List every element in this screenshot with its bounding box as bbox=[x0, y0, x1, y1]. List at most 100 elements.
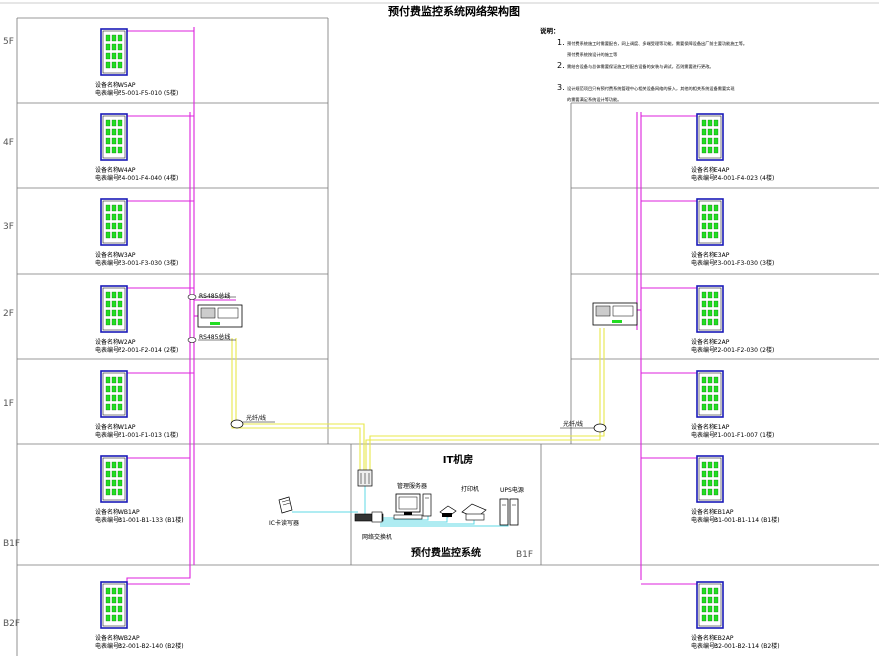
meter-name: W3AP bbox=[118, 252, 136, 259]
rs485-label-lower: RS485总线 bbox=[199, 333, 230, 341]
meter-box[interactable] bbox=[100, 198, 128, 246]
meter-code-prefix: 电表编号： bbox=[691, 516, 721, 524]
meter-box[interactable] bbox=[100, 370, 128, 418]
note-text: 的需要满足系统设计等功能。 bbox=[567, 96, 621, 103]
meter-name-prefix: 设备名称 bbox=[691, 423, 715, 431]
meter-name: EB2AP bbox=[714, 635, 734, 642]
ups-unit[interactable] bbox=[499, 498, 519, 526]
meter-name: W4AP bbox=[118, 167, 136, 174]
collector-east[interactable] bbox=[592, 302, 638, 326]
note-text: 需结合设备与总体需要保证施工时配合设备的安装与调试，否则需要进行更改。 bbox=[567, 63, 714, 70]
system-name: 预付费监控系统 bbox=[411, 546, 481, 559]
meter-name: W1AP bbox=[118, 424, 136, 431]
diagram-title: 预付费监控系统网络架构图 bbox=[388, 4, 520, 18]
printer-small[interactable] bbox=[439, 505, 457, 518]
meter-name: E2AP bbox=[714, 339, 730, 346]
fiber-transceiver[interactable] bbox=[357, 469, 373, 487]
meter-code: F5-001-F5-010 (5楼) bbox=[118, 89, 178, 97]
collector-west[interactable] bbox=[197, 304, 243, 328]
floor-label: B1F bbox=[3, 539, 20, 549]
floor-label: 2F bbox=[3, 309, 14, 319]
meter-box[interactable] bbox=[696, 198, 724, 246]
note-number: 3. bbox=[557, 83, 565, 92]
east-building-grid bbox=[570, 102, 879, 444]
meter-code-prefix: 电表编号： bbox=[95, 516, 125, 524]
meter-box[interactable] bbox=[100, 455, 128, 503]
meter-name: W2AP bbox=[118, 339, 136, 346]
meter-name-prefix: 设备名称 bbox=[95, 634, 119, 642]
floor-label: 3F bbox=[3, 222, 14, 232]
meter-box[interactable] bbox=[696, 370, 724, 418]
fiber-converter-west[interactable] bbox=[230, 419, 244, 429]
meter-code-prefix: 电表编号： bbox=[95, 89, 125, 97]
floor-label: B2F bbox=[3, 619, 20, 629]
note-text: 设计规范项目只有预付费系统管理中心相关设备网络的接入，其他的相关系统设备需要实现 bbox=[567, 85, 735, 92]
meter-box[interactable] bbox=[696, 113, 724, 161]
printer-label: 打印机 bbox=[461, 485, 479, 493]
it-room-title: IT机房 bbox=[443, 453, 474, 466]
floor-labels: 5F 4F 3F 2F 1F B1F B2F bbox=[3, 37, 20, 629]
meter-code-prefix: 电表编号： bbox=[95, 346, 125, 354]
meter-code-prefix: 电表编号： bbox=[691, 346, 721, 354]
meter-code: F4-001-F4-040 (4楼) bbox=[118, 174, 178, 182]
ups-label: UPS电源 bbox=[500, 486, 524, 494]
meter-code-prefix: 电表编号： bbox=[691, 259, 721, 267]
fiber-east bbox=[369, 328, 605, 470]
note-text: 预付费系统按设计的施工等 bbox=[567, 51, 617, 58]
fiber-label-west: 光纤/线 bbox=[246, 414, 266, 422]
meter-name: W5AP bbox=[118, 82, 136, 89]
meter-code: F3-001-F3-030 (3楼) bbox=[118, 259, 178, 267]
it-room-frame bbox=[350, 444, 542, 565]
meter-name-prefix: 设备名称 bbox=[691, 634, 715, 642]
floor-label: 1F bbox=[3, 399, 14, 409]
notes: 说明： 1.预付费系统施工时需要配合，网上调度、多端受理等功能，需要保障设备出厂… bbox=[540, 26, 747, 103]
meter-box[interactable] bbox=[100, 285, 128, 333]
meter-name: EB1AP bbox=[714, 509, 734, 516]
west-building-grid bbox=[16, 17, 879, 656]
meter-box[interactable] bbox=[100, 581, 128, 629]
meter-name-prefix: 设备名称 bbox=[691, 251, 715, 259]
management-server[interactable] bbox=[393, 493, 432, 520]
meter-code-prefix: 电表编号： bbox=[95, 642, 125, 650]
meter-code: F1-001-F1-013 (1楼) bbox=[118, 431, 178, 439]
meter-code-prefix: 电表编号： bbox=[691, 642, 721, 650]
meter-name-prefix: 设备名称 bbox=[95, 251, 119, 259]
meter-box[interactable] bbox=[696, 285, 724, 333]
meter-code-prefix: 电表编号： bbox=[691, 174, 721, 182]
fiber-west bbox=[235, 338, 365, 470]
card-reader[interactable] bbox=[278, 496, 293, 514]
meter-name-prefix: 设备名称 bbox=[95, 423, 119, 431]
meter-name-prefix: 设备名称 bbox=[95, 508, 119, 516]
meter-name: WB1AP bbox=[118, 509, 140, 516]
meter-name-prefix: 设备名称 bbox=[691, 166, 715, 174]
meter-box[interactable] bbox=[696, 581, 724, 629]
server-label: 管理服务器 bbox=[397, 482, 427, 490]
meter-code: F2-001-F2-014 (2楼) bbox=[118, 346, 178, 354]
meter-code: F4-001-F4-023 (4楼) bbox=[714, 174, 774, 182]
meter-name: E1AP bbox=[714, 424, 730, 431]
meter-code-prefix: 电表编号： bbox=[95, 174, 125, 182]
meter-code-prefix: 电表编号： bbox=[691, 431, 721, 439]
meter-box[interactable] bbox=[100, 28, 128, 76]
meter-name-prefix: 设备名称 bbox=[95, 166, 119, 174]
floor-label: 4F bbox=[3, 138, 14, 148]
rs485-label-upper: RS485总线 bbox=[199, 292, 230, 300]
meter-name-prefix: 设备名称 bbox=[691, 338, 715, 346]
fiber-converter-east[interactable] bbox=[593, 423, 607, 433]
meter-box[interactable] bbox=[696, 455, 724, 503]
meter-code: F3-001-F3-030 (3楼) bbox=[714, 259, 774, 267]
meter-name: WB2AP bbox=[118, 635, 140, 642]
printer-large[interactable] bbox=[461, 503, 487, 521]
switch-label: 网络交换机 bbox=[362, 533, 392, 541]
meter-box[interactable] bbox=[100, 113, 128, 161]
fiber-label-east: 光纤/线 bbox=[563, 420, 583, 428]
floor-label: 5F bbox=[3, 37, 14, 47]
meter-name-prefix: 设备名称 bbox=[95, 81, 119, 89]
fiber-east-2 bbox=[365, 328, 601, 470]
network-switch[interactable] bbox=[354, 511, 384, 523]
meter-name: E4AP bbox=[714, 167, 730, 174]
